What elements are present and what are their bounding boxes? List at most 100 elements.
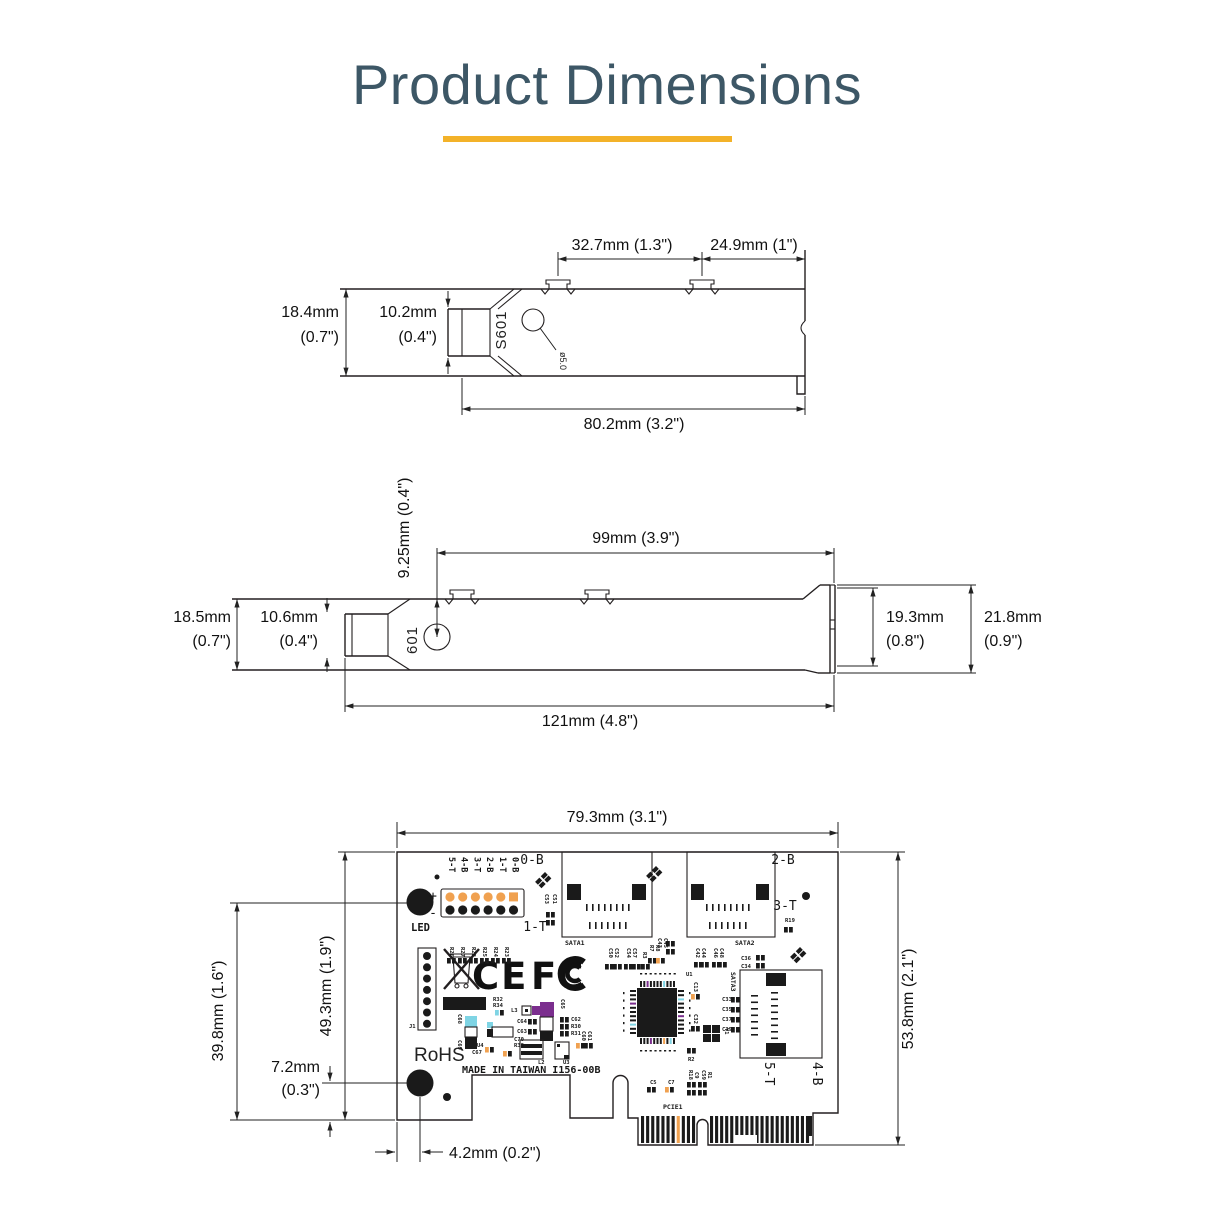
fiducial-dot [434, 874, 440, 880]
pcie-finger [646, 1116, 650, 1143]
j1-pin [423, 997, 431, 1006]
smd-pad [700, 962, 704, 968]
smd-pad [665, 1087, 669, 1093]
led-channel-label: 5-T [446, 857, 456, 872]
component-label: C67 [472, 1050, 482, 1056]
component-label: C59 [700, 1070, 706, 1080]
pcie-finger [681, 1116, 685, 1143]
pcie-finger [765, 1116, 769, 1143]
led-channel-label: 0-B [510, 857, 520, 872]
tilted-component [790, 947, 807, 964]
component-label: C68 [456, 1014, 462, 1024]
mount-tab [579, 589, 615, 605]
smd-pad [736, 1007, 740, 1013]
controller-chip [637, 988, 677, 1037]
dim-opening-in: (0.4") [279, 633, 318, 650]
dim-flange-outer-in: (0.9") [984, 633, 1023, 650]
rohs-label: RoHS [414, 1045, 465, 1066]
dim-length: 121mm (4.8") [542, 713, 638, 730]
smd-pad [756, 963, 760, 969]
smd-pad [474, 958, 478, 964]
smd-pad [546, 912, 550, 918]
smd-pad [666, 941, 670, 947]
dim-board-width: 79.3mm (3.1") [567, 809, 668, 826]
led-channel-label: 3-T [471, 857, 481, 872]
smd-pad [694, 962, 698, 968]
inductor-l2 [519, 1039, 544, 1060]
sata1-connector [561, 851, 653, 938]
smd-pad [480, 958, 484, 964]
component-label: C46 [712, 948, 718, 959]
pcie-finger [715, 1116, 719, 1143]
smd-pad [653, 958, 657, 964]
pcie-finger [686, 1116, 690, 1143]
smd-pad [687, 1048, 691, 1054]
component-label: C43 [656, 938, 662, 948]
component-label: L2 [538, 1060, 545, 1066]
smd-pad [533, 1029, 537, 1035]
component-label: R24 [492, 947, 498, 958]
pcie-finger [730, 1116, 734, 1143]
j1-pin [423, 963, 431, 972]
smd-pad [491, 958, 495, 964]
component-label: C7 [668, 1080, 675, 1086]
fiducial-dot [802, 892, 810, 900]
smd-pad [723, 962, 727, 968]
smd-pad [551, 912, 555, 918]
component-label: C44 [700, 948, 706, 959]
dim-opening-mm: 10.6mm [260, 609, 318, 626]
made-in-label: MADE IN TAIWAN I156-00B [462, 1065, 600, 1076]
smd-pad [736, 997, 740, 1003]
component-label: C70 [514, 1037, 524, 1043]
smd-pad [652, 1087, 656, 1093]
pcie-finger [710, 1116, 714, 1143]
component-label: SATA3 [729, 972, 737, 992]
smd-pad [692, 1082, 696, 1088]
smd-pad [789, 927, 793, 933]
dim-flange-inner-in: (0.8") [886, 633, 925, 650]
component-label: C53 [543, 894, 549, 904]
led-plus-label: + [429, 889, 437, 904]
tilted-component [535, 872, 552, 889]
smd-pad [784, 927, 788, 933]
component-label: Y1 [723, 1028, 729, 1035]
dim-length: 80.2mm (3.2") [584, 416, 685, 433]
smd-pad [576, 1043, 580, 1049]
component-label: C39 [722, 1027, 732, 1033]
component-label: C60 [580, 1031, 586, 1041]
smd-pad [705, 962, 709, 968]
smd-pad [670, 1087, 674, 1093]
dim-hole-x: 4.2mm (0.2") [449, 1145, 541, 1162]
pcie-finger [775, 1116, 779, 1143]
pcie-finger [755, 1116, 759, 1143]
mount-tab [684, 279, 720, 295]
mount-tab [444, 589, 480, 605]
dim-span: 99mm (3.9") [592, 530, 679, 547]
bracket-stamp: 601 [404, 626, 421, 654]
fiducial-dot [443, 1093, 451, 1101]
led-dot [470, 892, 480, 902]
j1-pin [423, 1008, 431, 1017]
port-label-5t: 5-T [761, 1062, 776, 1086]
full-height-bracket-drawing: 601 9.25mm (0.4") 99mm (3.9") 18.5mm (0.… [173, 478, 1042, 730]
smd-pad [703, 1082, 707, 1088]
smd-pad [736, 1027, 740, 1033]
low-profile-bracket-drawing: S601 ø5.0 32.7mm (1.3") 24.9mm (1") 18.4… [281, 237, 807, 433]
led-dot [470, 905, 480, 915]
smd-pad [718, 962, 722, 968]
smd-pad [629, 964, 633, 970]
component-label: C50 [607, 948, 613, 958]
component-label: R8 [654, 945, 660, 952]
led-dot [483, 892, 493, 902]
tilted-component [646, 866, 663, 883]
pcie-finger [692, 1116, 696, 1143]
led-label: LED [411, 922, 430, 934]
hole-diameter-label: ø5.0 [558, 352, 568, 370]
silkscreen-bar [443, 997, 486, 1010]
smd-pad [452, 958, 456, 964]
smd-pad [731, 1017, 735, 1023]
component-label: C48 [718, 948, 724, 958]
j1-pin [423, 985, 431, 994]
smd-pad [698, 1082, 702, 1088]
component-label: SATA1 [565, 939, 585, 947]
